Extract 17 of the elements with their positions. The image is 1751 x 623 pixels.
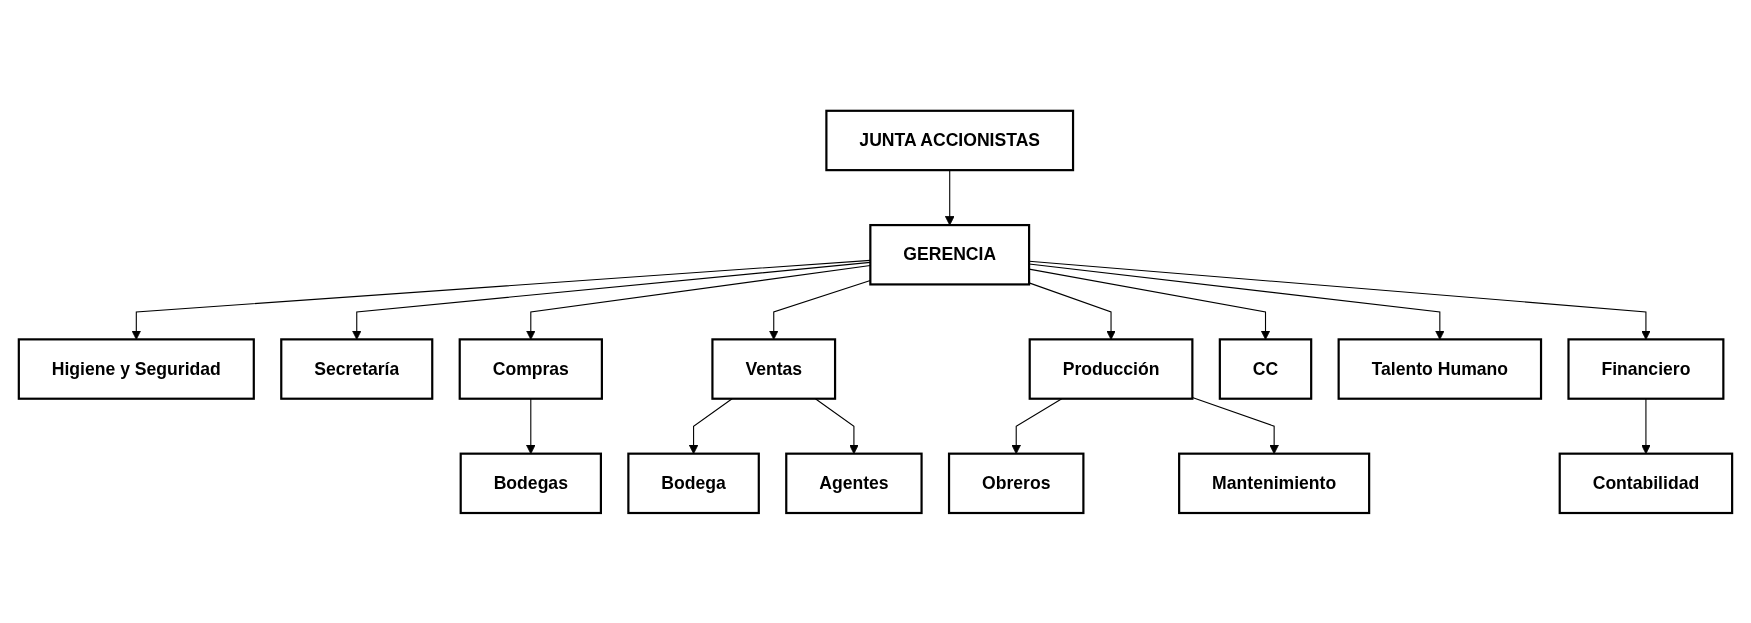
node-box: CC [1218,337,1313,400]
node-box: Obreros [947,452,1085,514]
node-box: GERENCIA [869,223,1031,286]
node-box: Higiene y Seguridad [17,337,255,400]
node-box: Compras [458,337,603,400]
arrow [1191,396,1279,454]
node-box: Producción [1028,337,1194,400]
node-box: Secretaría [280,337,434,400]
node-box: Bodegas [459,452,602,514]
node-box: JUNTA ACCIONISTAS [825,109,1075,171]
node-box: Bodega [627,452,760,514]
node-box: Financiero [1567,337,1725,400]
node-box: Contabilidad [1558,452,1734,514]
node-box: Talento Humano [1337,337,1543,400]
node-box: Agentes [785,452,923,514]
node-box: Mantenimiento [1178,452,1371,514]
node-box: Ventas [711,337,837,400]
